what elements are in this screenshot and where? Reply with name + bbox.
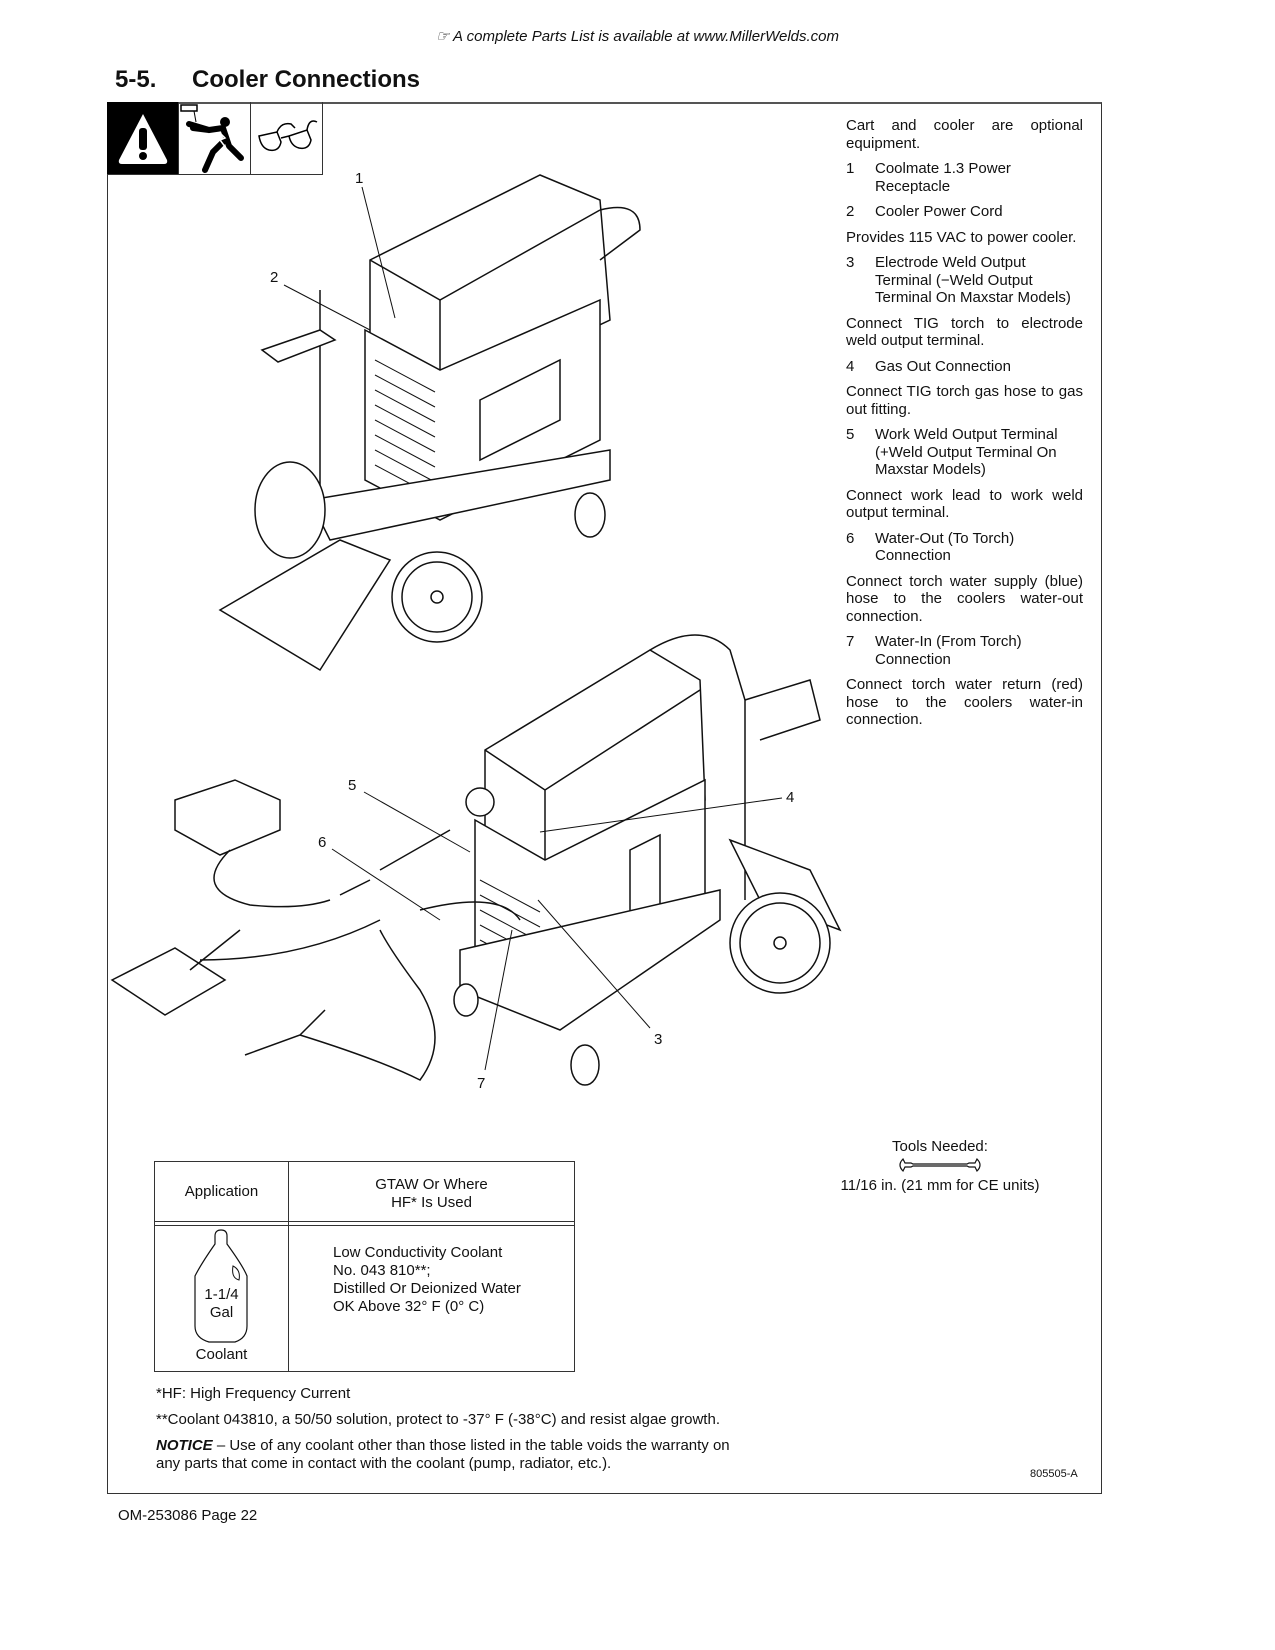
coolant-jug-cell: 1-1/4 Gal Coolant (155, 1226, 288, 1371)
list-item: 3 Electrode Weld Output Terminal (−Weld O… (846, 254, 1083, 307)
callout-1: 1 (355, 170, 363, 187)
warning-icons (107, 102, 323, 176)
hf-footnote: *HF: High Frequency Current (156, 1385, 351, 1402)
coolant-label: Coolant (195, 1346, 248, 1363)
list-item: 6 Water-Out (To Torch) Connection (846, 530, 1083, 565)
wrench-icon (790, 1155, 1090, 1177)
item-number: 7 (846, 633, 855, 650)
list-item: 1 Coolmate 1.3 Power Receptacle (846, 160, 1083, 195)
wrench-size: 11/16 in. (21 mm for CE units) (840, 1177, 1040, 1194)
item-number: 2 (846, 203, 855, 220)
intro-text: Cart and cooler are optional equipment. (846, 117, 1083, 152)
jug-volume: 1-1/4 Gal (155, 1286, 288, 1322)
coolant-jug-icon (194, 1229, 248, 1343)
notice-text: – Use of any coolant other than those li… (156, 1437, 730, 1472)
item-label: Water-Out (To Torch) Connection (875, 529, 1015, 565)
jug-volume-line2: Gal (209, 1304, 234, 1321)
upper-cart-drawing (218, 174, 641, 672)
safety-glasses-icon (251, 102, 323, 175)
callout-3: 3 (654, 1031, 662, 1048)
footnotes: *HF: High Frequency Current **Coolant 04… (156, 1385, 736, 1481)
lower-cart-drawing (110, 634, 842, 1086)
item-number: 5 (846, 426, 855, 443)
jug-volume-line1: 1-1/4 (204, 1286, 239, 1303)
callout-6: 6 (318, 834, 326, 851)
header-divider (155, 1221, 574, 1226)
section-number: 5-5. (115, 66, 157, 93)
header-use-line2: HF* Is Used (391, 1194, 472, 1211)
item-label: Electrode Weld Output Terminal (−Weld Ou… (875, 254, 1071, 306)
item-description: Connect torch water return (red) hose to… (846, 676, 1083, 728)
spec-line: No. 043 810**; (333, 1262, 431, 1279)
tools-title: Tools Needed: (892, 1138, 988, 1155)
cooler-connections-illustration: 1 2 3 4 5 6 7 (110, 170, 842, 1092)
item-label: Cooler Power Cord (875, 203, 1003, 220)
electric-shock-icon (179, 102, 251, 175)
callout-4: 4 (786, 789, 794, 806)
list-item: 4 Gas Out Connection (846, 358, 1083, 376)
coolant-footnote: **Coolant 043810, a 50/50 solution, prot… (156, 1411, 720, 1428)
item-description: Provides 115 VAC to power cooler. (846, 228, 1077, 246)
page-footer: OM-253086 Page 22 (118, 1507, 258, 1524)
parts-list-note: ☞ A complete Parts List is available at … (0, 27, 1275, 45)
coolant-table: Application GTAW Or Where HF* Is Used 1-… (154, 1161, 575, 1372)
callout-5: 5 (348, 777, 356, 794)
warning-triangle-icon (107, 102, 179, 175)
item-number: 6 (846, 529, 855, 547)
content-frame (107, 102, 1102, 1494)
header-use-line1: GTAW Or Where (375, 1176, 488, 1193)
item-number: 4 (846, 357, 855, 375)
header-use: GTAW Or Where HF* Is Used (289, 1176, 574, 1212)
item-label: Water-In (From Torch) Connection (875, 633, 1022, 668)
callout-7: 7 (477, 1075, 485, 1092)
coolant-spec: Low Conductivity Coolant No. 043 810**; … (289, 1244, 574, 1316)
notice: NOTICE – Use of any coolant other than t… (156, 1437, 736, 1473)
callout-leaders (283, 186, 783, 1071)
spec-line: OK Above 32° F (0° C) (333, 1298, 485, 1315)
item-label: Gas Out Connection (875, 357, 1011, 375)
item-description: Connect work lead to work weld output te… (846, 486, 1083, 522)
list-item: 7 Water-In (From Torch) Connection (846, 633, 1083, 668)
item-label: Coolmate 1.3 Power Receptacle (875, 160, 1011, 195)
notice-label: NOTICE (156, 1437, 213, 1454)
item-number: 1 (846, 160, 855, 177)
callout-2: 2 (270, 269, 278, 286)
pointing-hand-icon: ☞ (435, 28, 454, 45)
item-number: 3 (846, 254, 855, 271)
header-application: Application (155, 1162, 289, 1221)
parts-list-note-text: A complete Parts List is available at ww… (453, 28, 840, 45)
tools-needed: Tools Needed: 11/16 in. (21 mm for CE un… (790, 1138, 1090, 1194)
section-title-text: Cooler Connections (192, 66, 421, 93)
item-label: Work Weld Output Terminal (+Weld Output … (875, 426, 1058, 478)
list-item: 2 Cooler Power Cord (846, 203, 1083, 221)
instructions-column: Cart and cooler are optional equipment. … (846, 117, 1083, 737)
spec-line: Low Conductivity Coolant (333, 1244, 503, 1261)
section-title: 5-5. Cooler Connections (115, 66, 420, 94)
item-description: Connect TIG torch gas hose to gas out fi… (846, 383, 1083, 418)
item-description: Connect torch water supply (blue) hose t… (846, 572, 1083, 625)
item-description: Connect TIG torch to electrode weld outp… (846, 314, 1083, 350)
list-item: 5 Work Weld Output Terminal (+Weld Output… (846, 426, 1083, 479)
spec-line: Distilled Or Deionized Water (333, 1280, 521, 1297)
figure-id: 805505-A (1030, 1468, 1078, 1480)
